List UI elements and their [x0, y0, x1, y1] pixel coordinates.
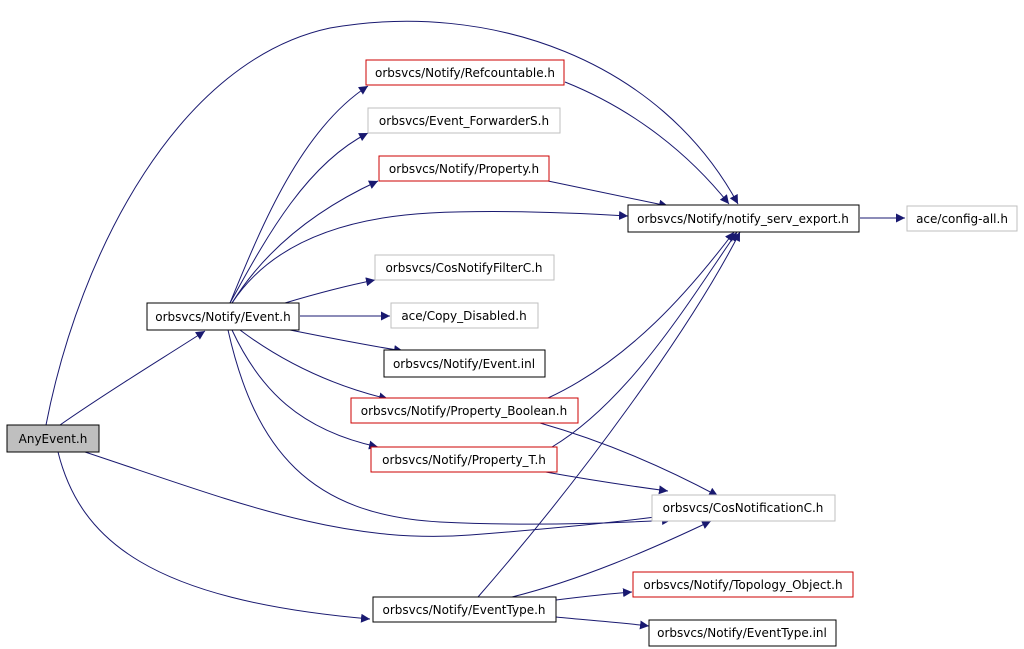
node-forwarder[interactable]: orbsvcs/Event_ForwarderS.h — [367, 107, 561, 134]
node-property-box — [378, 155, 550, 182]
node-anyevent[interactable]: AnyEvent.h — [6, 424, 100, 453]
node-refcountable-label: orbsvcs/Notify/Refcountable.h — [375, 66, 555, 80]
edge-prop-bool-cosnotif — [539, 422, 719, 497]
node-filterc[interactable]: orbsvcs/CosNotifyFilterC.h — [374, 254, 555, 281]
node-prop-t[interactable]: orbsvcs/Notify/Property_T.h — [370, 446, 558, 473]
node-event-inl-box — [383, 349, 546, 378]
edge-prop-t-cosnotif — [539, 470, 669, 495]
node-anyevent-box — [6, 424, 100, 453]
edge-anyevent-eventtype — [57, 451, 371, 623]
node-refcountable[interactable]: orbsvcs/Notify/Refcountable.h — [365, 59, 565, 86]
node-copy-disabled-label: ace/Copy_Disabled.h — [401, 309, 526, 323]
node-eventtype-box — [372, 596, 557, 623]
node-prop-bool-box — [350, 397, 579, 424]
edge-event-cosnotif — [227, 329, 672, 525]
node-event-box — [146, 302, 300, 331]
node-notify-export-box — [627, 204, 860, 233]
node-notify-export-label: orbsvcs/Notify/notify_serv_export.h — [637, 212, 849, 226]
node-config-all[interactable]: ace/config-all.h — [906, 205, 1018, 232]
edge-eventtype-topology — [555, 588, 633, 601]
node-event-inl-label: orbsvcs/Notify/Event.inl — [393, 357, 535, 371]
node-property-label: orbsvcs/Notify/Property.h — [389, 162, 539, 176]
node-topology-box — [632, 571, 854, 598]
node-prop-bool-label: orbsvcs/Notify/Property_Boolean.h — [361, 404, 567, 418]
node-config-all-label: ace/config-all.h — [916, 212, 1008, 226]
node-prop-t-label: orbsvcs/Notify/Property_T.h — [382, 453, 546, 467]
node-prop-bool[interactable]: orbsvcs/Notify/Property_Boolean.h — [350, 397, 579, 424]
edge-event-prop-t — [231, 329, 379, 450]
edges-layer — [45, 20, 905, 630]
node-eventtype[interactable]: orbsvcs/Notify/EventType.h — [372, 596, 557, 623]
node-eventtype-label: orbsvcs/Notify/EventType.h — [382, 603, 545, 617]
node-notify-export[interactable]: orbsvcs/Notify/notify_serv_export.h — [627, 204, 860, 233]
node-property[interactable]: orbsvcs/Notify/Property.h — [378, 155, 550, 182]
edge-refcountable-notify-export — [564, 81, 730, 205]
node-eventtype-inl-label: orbsvcs/Notify/EventType.inl — [657, 626, 827, 640]
node-topology-label: orbsvcs/Notify/Topology_Object.h — [643, 578, 842, 592]
node-forwarder-box — [367, 107, 561, 134]
edge-prop-bool-notify-export — [547, 231, 735, 399]
node-filterc-box — [374, 254, 555, 281]
edge-anyevent-notify-export — [45, 20, 739, 426]
edge-property-notify-export — [547, 180, 669, 209]
node-topology[interactable]: orbsvcs/Notify/Topology_Object.h — [632, 571, 854, 598]
node-refcountable-box — [365, 59, 565, 86]
node-forwarder-label: orbsvcs/Event_ForwarderS.h — [379, 114, 549, 128]
node-event-inl[interactable]: orbsvcs/Notify/Event.inl — [383, 349, 546, 378]
edge-prop-t-notify-export — [551, 231, 738, 448]
edge-event-notify-export — [231, 210, 629, 304]
node-prop-t-box — [370, 446, 558, 473]
node-filterc-label: orbsvcs/CosNotifyFilterC.h — [385, 261, 542, 275]
edge-event-refcountable — [229, 85, 369, 304]
node-eventtype-inl-box — [648, 619, 837, 647]
edge-anyevent-event — [59, 330, 206, 426]
edge-event-property — [231, 180, 379, 304]
edge-event-forwarder — [229, 132, 369, 304]
edge-event-event-inl — [289, 329, 404, 355]
edge-event-filterc — [284, 277, 376, 304]
nodes-layer: AnyEvent.h orbsvcs/Notify/Event.h orbsvc… — [6, 59, 1018, 647]
node-cosnotif-label: orbsvcs/CosNotificationC.h — [663, 501, 824, 515]
node-cosnotif-box — [651, 494, 836, 522]
edge-eventtype-cosnotif — [511, 520, 712, 598]
node-event[interactable]: orbsvcs/Notify/Event.h — [146, 302, 300, 331]
edge-eventtype-inl — [555, 616, 650, 630]
node-copy-disabled-box — [390, 302, 539, 329]
edge-eventtype-notify-export — [477, 231, 741, 598]
node-eventtype-inl[interactable]: orbsvcs/Notify/EventType.inl — [648, 619, 837, 647]
node-copy-disabled[interactable]: ace/Copy_Disabled.h — [390, 302, 539, 329]
node-config-all-box — [906, 205, 1018, 232]
node-anyevent-label: AnyEvent.h — [19, 432, 88, 446]
node-cosnotif[interactable]: orbsvcs/CosNotificationC.h — [651, 494, 836, 522]
edge-event-prop-bool — [239, 329, 389, 402]
node-event-label: orbsvcs/Notify/Event.h — [155, 310, 290, 324]
